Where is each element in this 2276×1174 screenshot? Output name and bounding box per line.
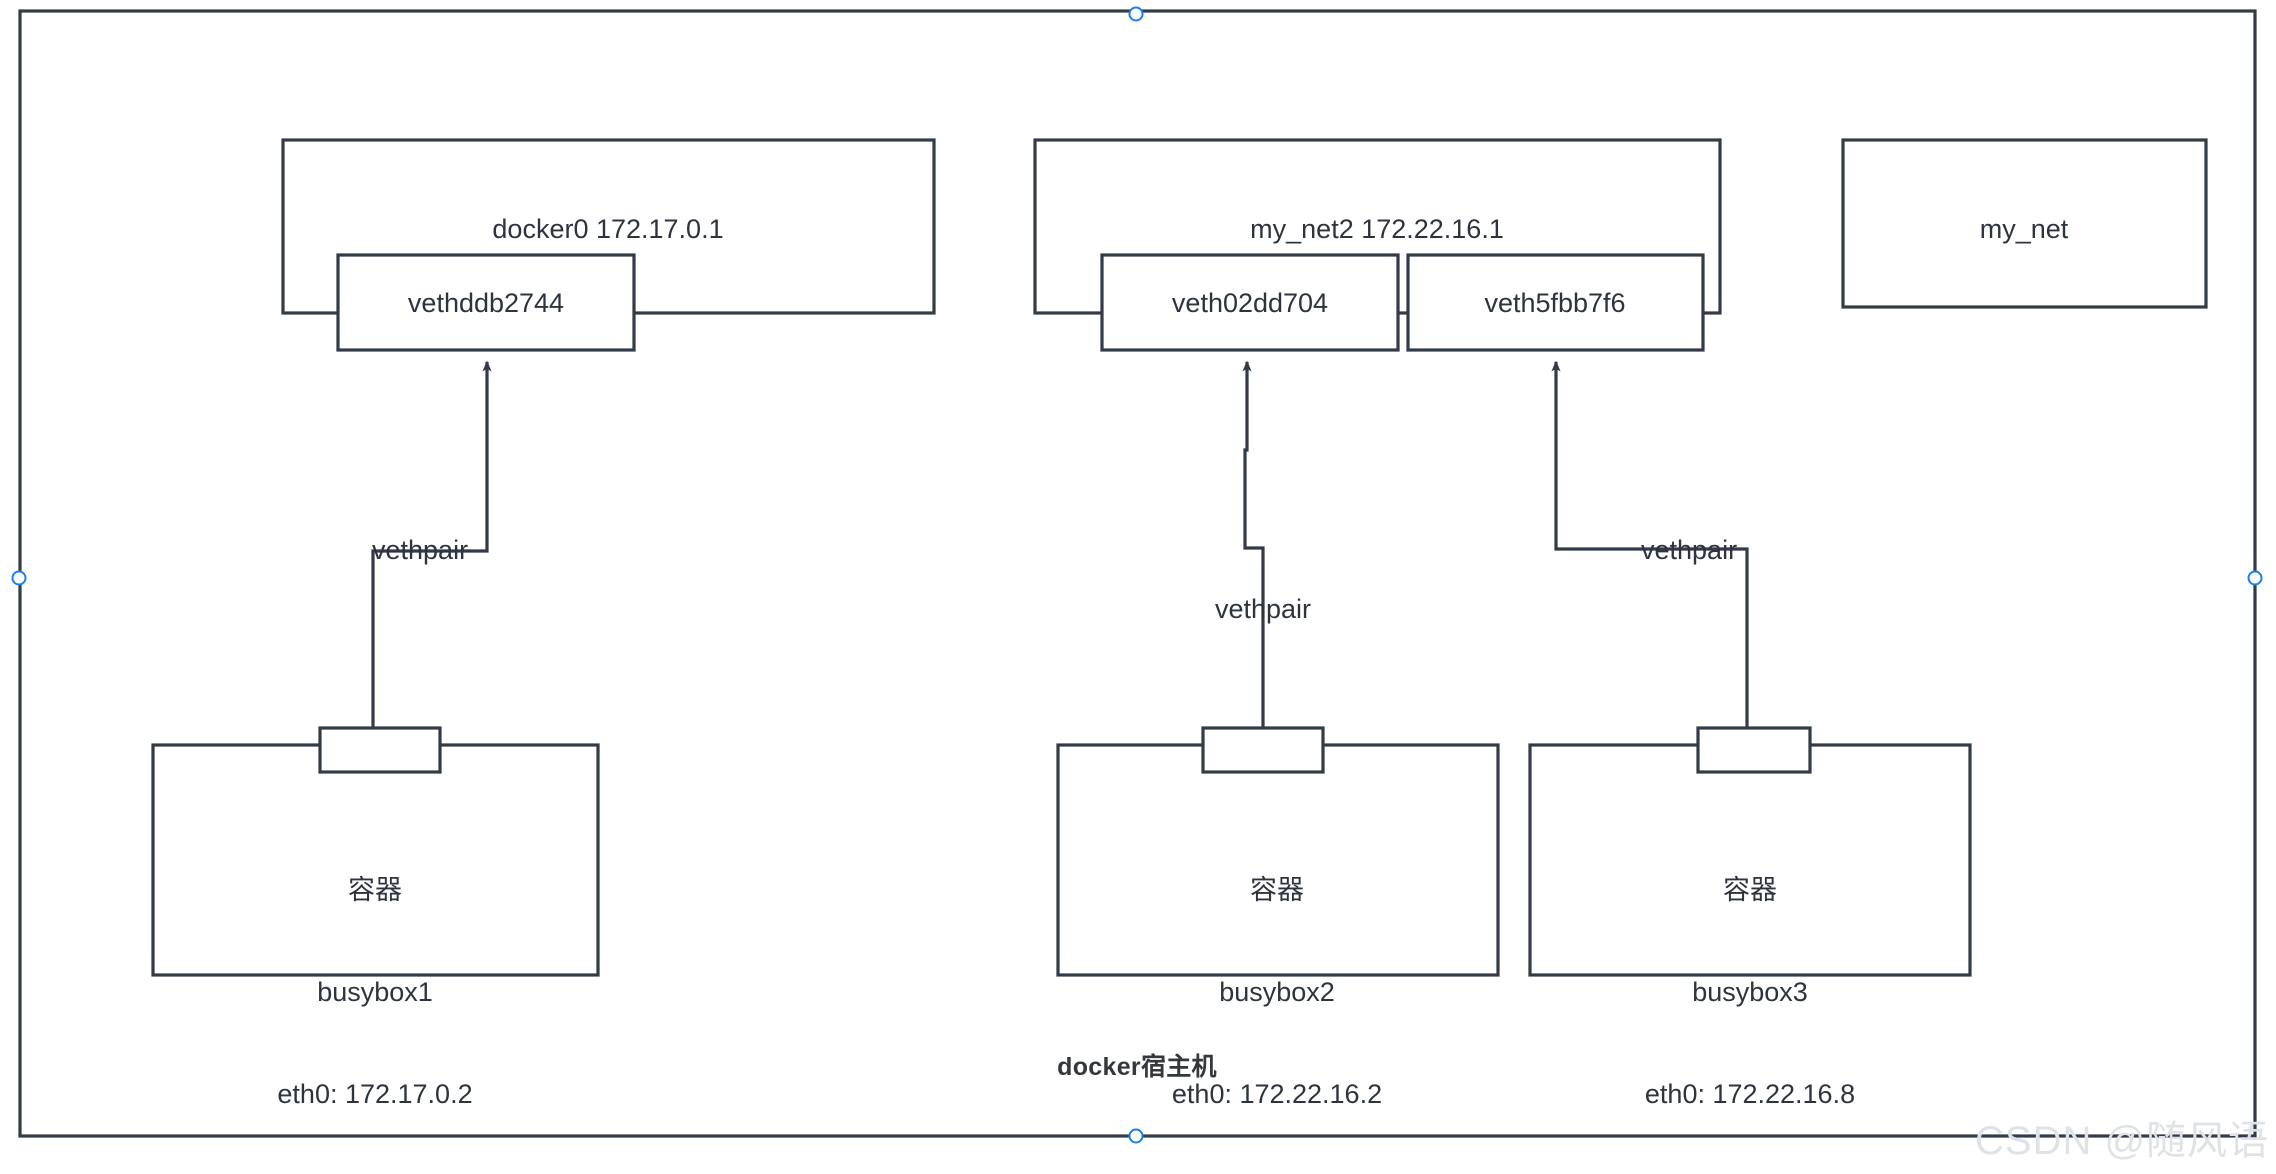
network-box-my-net[interactable] <box>1841 138 2208 309</box>
container-kind-busybox2: 容器 <box>1250 875 1304 905</box>
connector-label-vethpair-busybox3: vethpair <box>1641 535 1738 565</box>
connector-vethpair-busybox1[interactable] <box>371 360 492 728</box>
network-label-my-net2: my_net2 172.22.16.1 <box>1250 214 1504 244</box>
container-ip-busybox2: eth0: 172.22.16.2 <box>1171 1079 1383 1109</box>
container-text-busybox3: 容器 busybox3 eth0: 172.22.16.8 <box>1645 805 1855 1174</box>
container-box-busybox2[interactable] <box>1056 743 1500 977</box>
docker-host-label: docker宿主机 <box>1057 1053 1217 1081</box>
container-box-busybox3[interactable] <box>1528 743 1972 977</box>
container-kind-busybox1: 容器 <box>347 875 402 905</box>
selection-handle-right-middle[interactable] <box>2247 570 2263 586</box>
veth-box-veth5fbb7f6[interactable] <box>1406 253 1705 352</box>
veth-box-vethddb2744[interactable] <box>336 253 636 352</box>
container-port-busybox3[interactable] <box>1696 726 1812 774</box>
connector-label-vethpair-busybox1: vethpair <box>372 535 469 565</box>
container-kind-busybox3: 容器 <box>1723 875 1777 905</box>
connector-label-vethpair-busybox2: vethpair <box>1214 594 1312 624</box>
container-port-busybox2[interactable] <box>1201 726 1325 774</box>
container-name-busybox3: busybox3 <box>1692 977 1808 1007</box>
connector-vethpair-busybox2[interactable] <box>1242 360 1265 728</box>
container-text-busybox1: 容器 busybox1 eth0: 172.17.0.2 <box>277 805 472 1174</box>
network-label-docker0: docker0 172.17.0.1 <box>492 214 724 244</box>
container-box-busybox1[interactable] <box>151 743 600 977</box>
veth-label-vethddb2744: vethddb2744 <box>407 288 565 318</box>
csdn-watermark: CSDN @随风语 <box>1975 1119 2270 1163</box>
veth-box-veth02dd704[interactable] <box>1100 253 1400 352</box>
container-ip-busybox3: eth0: 172.22.16.8 <box>1644 1079 1856 1109</box>
container-name-busybox1: busybox1 <box>317 977 433 1007</box>
veth-label-veth5fbb7f6: veth5fbb7f6 <box>1484 288 1626 318</box>
selection-handle-left-middle[interactable] <box>11 570 27 586</box>
network-label-my-net: my_net <box>1979 214 2069 244</box>
veth-label-veth02dd704: veth02dd704 <box>1171 288 1329 318</box>
selection-handle-bottom-center[interactable] <box>1128 1128 1144 1144</box>
container-ip-busybox1: eth0: 172.17.0.2 <box>277 1079 473 1109</box>
container-name-busybox2: busybox2 <box>1219 977 1335 1007</box>
selection-handle-top-center[interactable] <box>1128 6 1144 22</box>
connector-vethpair-busybox3[interactable] <box>1551 360 1749 728</box>
container-text-busybox2: 容器 busybox2 eth0: 172.22.16.2 <box>1172 805 1382 1174</box>
container-port-busybox1[interactable] <box>318 726 442 774</box>
